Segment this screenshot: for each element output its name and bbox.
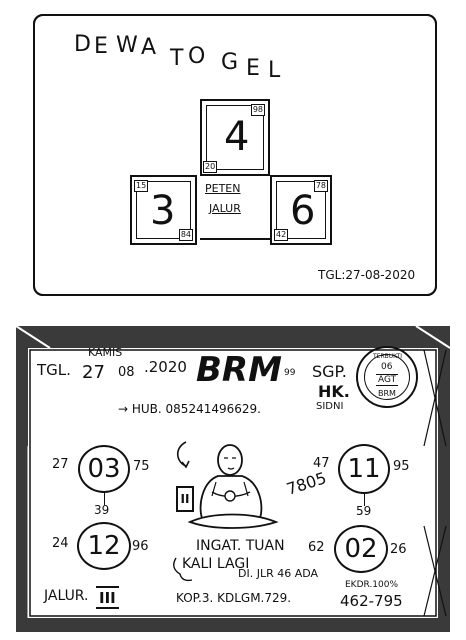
title-letter: D — [74, 32, 91, 57]
ekdr-number: 462-795 — [340, 592, 403, 610]
day-label: KAMIS — [88, 346, 123, 359]
corner-decoration — [33, 14, 61, 42]
number-circle: 11 — [338, 444, 390, 494]
circle-side-number: 96 — [132, 539, 149, 554]
circle-number: 12 — [87, 531, 121, 561]
circle-stem — [364, 494, 365, 506]
circle-side-number: 27 — [52, 457, 69, 472]
small-number: 42 — [274, 229, 289, 241]
stamp-seal: TERBUKTI 06 AGT BRM — [356, 346, 418, 408]
roman-numeral: II — [180, 492, 190, 506]
digit-box-left: 15 84 3 — [130, 175, 197, 245]
tgl-label: TGL. — [37, 361, 71, 379]
number-circle: 03 — [78, 445, 130, 493]
digit-box-right: 78 42 6 — [270, 175, 332, 245]
monk-figure-icon — [176, 441, 279, 529]
circle-number: 02 — [344, 534, 378, 564]
circle-stem — [104, 493, 105, 505]
title-letter: L — [268, 58, 281, 83]
jalur-roman: III — [99, 589, 116, 607]
market-label: SIDNI — [316, 401, 344, 412]
title-letter: T — [170, 46, 184, 71]
stamp-text: AGT — [376, 374, 399, 386]
brand-suffix: 99 — [284, 368, 296, 378]
market-label: SGP. — [312, 362, 347, 381]
date-year: .2020 — [144, 358, 187, 376]
center-line: JALUR — [209, 202, 241, 215]
cloud-scribble — [173, 557, 193, 582]
circle-number: 03 — [87, 454, 121, 484]
circle-side-number: 24 — [52, 536, 69, 551]
ingat-line: DI. JLR 46 ADA — [238, 567, 319, 580]
small-number: 20 — [203, 161, 218, 173]
ekdr-label: EKDR.100% — [345, 580, 399, 590]
title-letter: W — [116, 33, 138, 58]
kop-line: KOP.3. KDLGM.729. — [176, 591, 292, 605]
small-number: 98 — [250, 104, 265, 116]
ingat-line: INGAT. TUAN — [196, 538, 285, 554]
circle-number: 11 — [347, 454, 381, 484]
market-label: HK. — [318, 382, 350, 401]
corner-decoration — [409, 14, 437, 42]
box-digit: 6 — [290, 188, 316, 234]
brand-title: BRM — [196, 350, 282, 390]
circle-side-number: 75 — [133, 459, 150, 474]
number-circle: 02 — [334, 525, 388, 573]
circle-side-number: 47 — [313, 456, 330, 471]
title-letter: O — [188, 44, 206, 69]
hub-contact: → HUB. 085241496629. — [118, 402, 261, 416]
small-number: 78 — [313, 180, 328, 192]
center-baseline — [200, 238, 270, 240]
box-digit: 4 — [224, 114, 250, 160]
top-panel — [33, 14, 437, 296]
circle-side-number: 62 — [308, 540, 325, 555]
roman-box: II — [176, 486, 194, 512]
stamp-text: TERBUKTI — [373, 353, 403, 360]
title-letter: G — [221, 50, 239, 75]
center-line: PETEN — [205, 182, 241, 195]
small-number: 15 — [134, 180, 149, 192]
circle-below-number: 59 — [356, 504, 372, 518]
ingat-line: KALI LAGI — [182, 556, 250, 572]
date-day: 27 — [82, 362, 105, 383]
stamp-text: BRM — [378, 389, 396, 398]
small-number: 84 — [178, 229, 193, 241]
circle-side-number: 26 — [390, 542, 407, 557]
top-date: TGL:27-08-2020 — [318, 268, 416, 282]
jalur-label: JALUR. — [44, 588, 89, 604]
circle-side-number: 95 — [393, 459, 410, 474]
title-letter: A — [141, 35, 157, 60]
number-circle: 12 — [77, 522, 131, 570]
circle-below-number: 39 — [94, 503, 110, 517]
corner-decoration — [409, 268, 437, 296]
jalur-roman-box: III — [96, 586, 119, 609]
box-digit: 3 — [150, 188, 176, 234]
title-letter: E — [94, 34, 108, 59]
date-month: 08 — [118, 365, 135, 380]
corner-decoration — [33, 268, 61, 296]
stamp-text: 06 — [381, 362, 393, 372]
center-label: PETEN JALUR — [197, 180, 270, 238]
digit-box-top: 98 20 4 — [200, 99, 270, 176]
title-letter: E — [246, 56, 260, 81]
